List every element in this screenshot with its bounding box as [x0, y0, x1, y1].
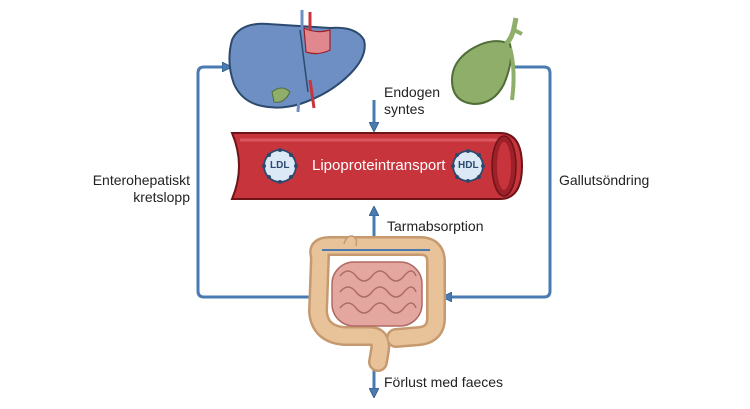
lipoprotein-transport-label: Lipoproteintransport [312, 157, 446, 174]
enterohepatic-line2: kretslopp [133, 189, 190, 205]
ldl-label: LDL [270, 160, 290, 171]
enterohepatic-loop-arrow [196, 67, 310, 299]
gallbladder-illustration [450, 17, 523, 106]
enterohepatic-circulation-label: Enterohepatiskt kretslopp [84, 172, 190, 206]
intestinal-absorption-label: Tarmabsorption [387, 218, 484, 234]
enterohepatic-line1: Enterohepatiskt [92, 172, 190, 188]
fecal-loss-label: Förlust med faeces [384, 374, 504, 390]
endogenous-synthesis-line1: Endogen [384, 84, 441, 100]
endogenous-synthesis-line2: syntes [384, 101, 425, 117]
hdl-label: HDL [458, 160, 479, 171]
bile-secretion-arrow [446, 65, 552, 297]
blood-vessel [230, 132, 524, 200]
liver-illustration [228, 10, 366, 113]
bile-secretion-label: Gallutsöndring [559, 172, 650, 188]
ldl-particle [262, 148, 298, 184]
intestines-illustration [307, 235, 446, 372]
endogenous-synthesis-label: Endogen syntes [384, 84, 440, 118]
hdl-particle [451, 149, 485, 183]
